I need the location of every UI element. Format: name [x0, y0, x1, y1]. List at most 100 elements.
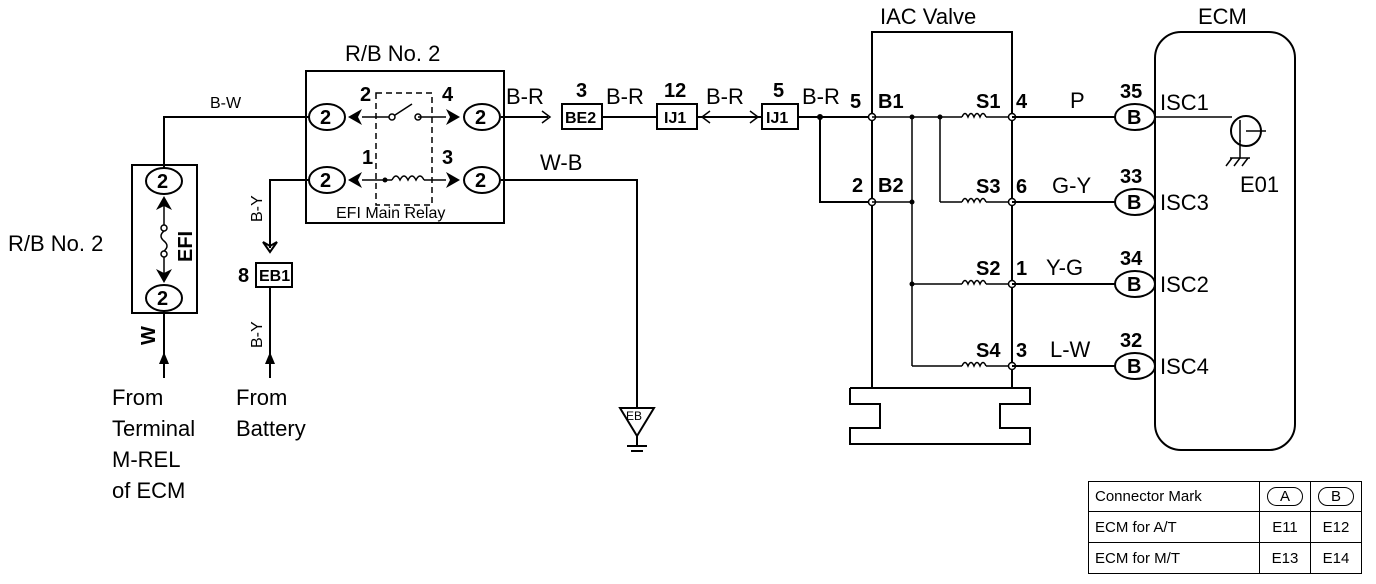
arrow-up-icon [265, 352, 275, 364]
ecm-connector-label: B [1127, 107, 1141, 129]
connector-label: 2 [475, 107, 486, 129]
arrow-icon [262, 241, 278, 254]
iac-pin-b1: B1 [878, 91, 904, 113]
relay-switch-contact [391, 103, 413, 118]
ecm-pin-num: 33 [1120, 166, 1142, 188]
from-battery-line: Battery [236, 416, 306, 441]
iac-base [849, 387, 1031, 445]
arrow-icon [348, 172, 362, 188]
wire-by-top [269, 179, 309, 248]
wire-label-by-top: B-Y [249, 195, 266, 222]
connector-2-top-right [463, 103, 501, 131]
iac-pin-num: 6 [1016, 176, 1027, 198]
arrow-icon [156, 196, 172, 210]
connector-label: 2 [320, 170, 331, 192]
ecm-connector-label: B [1127, 192, 1141, 214]
iac-pin-s3: S3 [976, 176, 1000, 198]
wire-label-wb: W-B [540, 150, 582, 175]
iac-pin-num: 1 [1016, 258, 1027, 280]
junction-ij1-a-pin: 12 [664, 80, 686, 102]
ecm-pin-num: 32 [1120, 330, 1142, 352]
iac-pin-s4: S4 [976, 340, 1001, 362]
relay-pin-3: 3 [442, 147, 453, 169]
iac-title: IAC Valve [880, 4, 976, 29]
wire-label-br2: B-R [606, 84, 644, 109]
from-terminal-line: From [112, 385, 163, 410]
from-terminal-line: of ECM [112, 478, 185, 503]
coil-s3-icon [961, 197, 987, 204]
connector-label: 2 [157, 171, 168, 193]
fuse-block-title: R/B No. 2 [8, 231, 103, 256]
table-cell: A [1259, 481, 1311, 512]
iac-pin-num: 3 [1016, 340, 1027, 362]
relay-block-outline [305, 70, 505, 224]
coil-s1-icon [961, 112, 987, 119]
from-battery-line: From [236, 385, 287, 410]
wire-label-lw: L-W [1050, 337, 1091, 362]
wire-bw [163, 116, 309, 168]
arrow-icon [156, 269, 172, 283]
iac-pin-num: 2 [852, 175, 863, 197]
iac-outline [871, 31, 1013, 388]
ecm-pin-num: 34 [1120, 248, 1143, 270]
connector-label: 2 [475, 170, 486, 192]
arrow-up-icon [159, 352, 169, 364]
wire-label-by-bottom: B-Y [249, 321, 266, 348]
relay-block-title: R/B No. 2 [345, 41, 440, 66]
wire-label-gy: G-Y [1052, 173, 1091, 198]
from-terminal-label: From Terminal M-REL of ECM [112, 385, 195, 503]
wire-label-br3: B-R [706, 84, 744, 109]
ground-icon [618, 407, 656, 438]
table-cell: Connector Mark [1088, 481, 1260, 512]
relay-block: R/B No. 2 EFI Main Relay 2 2 2 2 2 4 1 3 [305, 41, 505, 224]
connector-label: 2 [157, 288, 168, 310]
arrow-icon [700, 110, 711, 124]
ecm-pin-name: ISC1 [1160, 90, 1209, 115]
junction-eb1-pin: 8 [238, 265, 249, 287]
relay-pin-1: 1 [362, 147, 373, 169]
connector-mark-b: B [1317, 487, 1354, 506]
iac-pin-b2: B2 [878, 175, 904, 197]
wire-label-br1: B-R [506, 84, 544, 109]
table-cell: B [1310, 481, 1362, 512]
arrow-icon [348, 109, 362, 125]
table-cell: E12 [1310, 511, 1362, 543]
ecm-connector [1114, 270, 1156, 298]
table-header-row: Connector Mark A B [1088, 481, 1362, 512]
fuse-name: EFI [175, 231, 197, 262]
connector-2-bottom-right [463, 166, 501, 194]
from-terminal-line: Terminal [112, 416, 195, 441]
ecm: ECM B 35 ISC1 B 33 ISC3 B 34 ISC2 B 32 I… [1114, 4, 1296, 451]
iac-pin-s2: S2 [976, 258, 1000, 280]
junction-be2-label: BE2 [565, 110, 596, 127]
junction-be2-pin: 3 [576, 80, 587, 102]
relay-coil-icon [391, 175, 425, 182]
arrow-icon [749, 110, 760, 124]
connector-mark-a: A [1266, 487, 1303, 506]
ecm-connector [1114, 352, 1156, 380]
ecm-connector [1114, 188, 1156, 216]
arrow-icon [541, 110, 552, 124]
wire-label-yg: Y-G [1046, 255, 1083, 280]
wire-label-bw: B-W [210, 95, 242, 112]
arrow-icon [446, 109, 460, 125]
wire-label-br4: B-R [802, 84, 840, 109]
iac-valve: IAC Valve 5 B1 2 B2 S1 4 [849, 4, 1031, 445]
ecm-connector-label: B [1127, 356, 1141, 378]
ecm-connector-label: B [1127, 274, 1141, 296]
relay-pin-4: 4 [442, 84, 454, 106]
ecm-pin-name: ISC2 [1160, 272, 1209, 297]
relay-name: EFI Main Relay [336, 205, 445, 222]
coil-s4-icon [961, 361, 987, 368]
ecm-title: ECM [1198, 4, 1247, 29]
connector-label: 2 [320, 107, 331, 129]
table-cell: ECM for M/T [1088, 542, 1260, 574]
ecm-ground-label: E01 [1240, 172, 1279, 197]
junction-ij1-b-label: IJ1 [766, 110, 788, 127]
table-row: ECM for M/T E13 E14 [1088, 542, 1362, 574]
ecm-pin-name: ISC4 [1160, 354, 1209, 379]
table-cell: E14 [1310, 542, 1362, 574]
table-cell: E13 [1259, 542, 1311, 574]
wire-label-w: W [138, 326, 160, 345]
